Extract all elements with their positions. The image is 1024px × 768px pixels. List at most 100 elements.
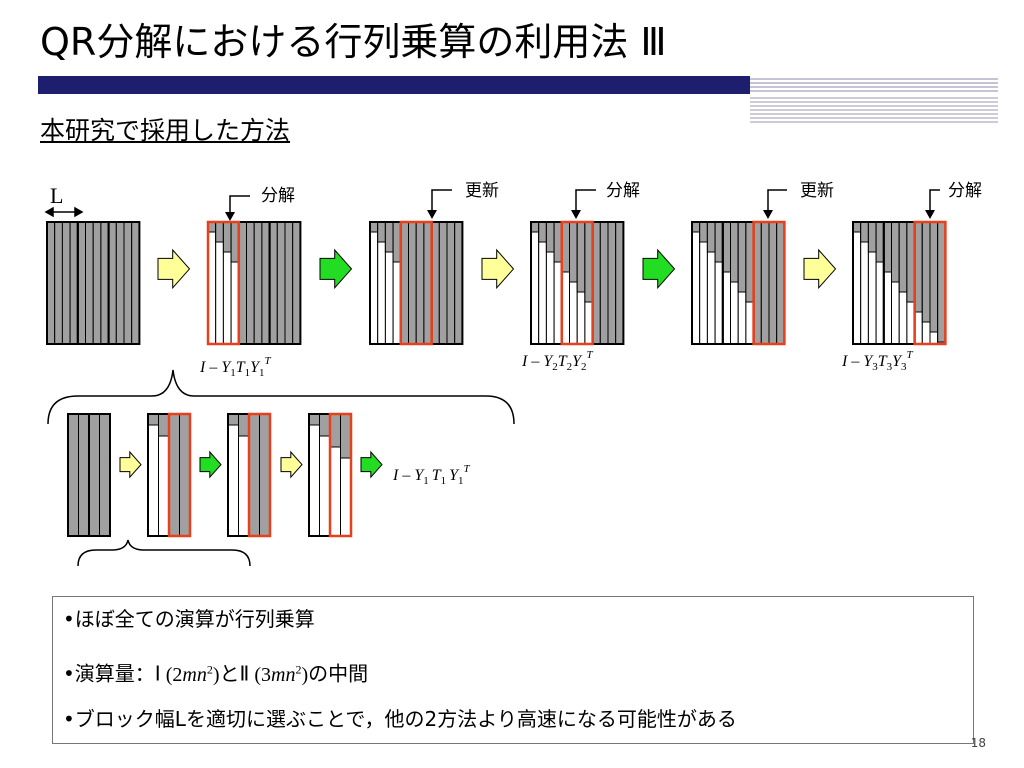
matrix-column-r-part bbox=[867, 221, 877, 253]
matrix-column-r-part bbox=[883, 221, 892, 273]
matrix-column-gray bbox=[253, 221, 263, 345]
panel-highlight bbox=[167, 412, 192, 538]
matrix-column-r-part bbox=[319, 413, 331, 437]
matrix-column-r-part bbox=[691, 221, 701, 233]
matrix-column-gray bbox=[92, 221, 102, 345]
matrix-column-r-part bbox=[530, 221, 540, 233]
update-arrow bbox=[319, 248, 353, 290]
matrix-column-white bbox=[147, 413, 159, 537]
matrix-column-gray bbox=[276, 221, 286, 345]
matrix-column-r-part bbox=[545, 221, 555, 253]
matrix-column-gray bbox=[269, 221, 278, 345]
upper-brace bbox=[47, 369, 515, 425]
matrix-column-gray bbox=[88, 413, 100, 537]
matrix-column-r-part bbox=[875, 221, 885, 263]
section-subtitle: 本研究で採用した方法 bbox=[40, 116, 291, 145]
matrix-column-gray bbox=[446, 221, 456, 345]
matrix-column-white bbox=[227, 413, 239, 537]
matrix-column-gray bbox=[115, 221, 125, 345]
matrix-column-gray bbox=[61, 221, 71, 345]
block-width-label: L bbox=[50, 183, 63, 208]
matrix-column-gray bbox=[261, 221, 271, 345]
matrix-column-r-part bbox=[538, 221, 547, 243]
matrix-column-r-part bbox=[569, 221, 578, 283]
matrix-panel-border bbox=[88, 413, 111, 537]
matrix-column-gray bbox=[607, 221, 617, 345]
panel-highlight bbox=[328, 412, 353, 538]
update-arrow bbox=[360, 450, 383, 479]
matrix-column-gray bbox=[78, 413, 90, 537]
decompose-label: 分解 bbox=[606, 181, 640, 201]
decompose-label: 分解 bbox=[948, 181, 982, 201]
panel-highlight bbox=[752, 220, 786, 346]
matrix-column-r-part bbox=[147, 413, 159, 426]
decompose-arrow bbox=[803, 248, 837, 290]
matrix-column-gray bbox=[246, 221, 255, 345]
matrix-column-gray bbox=[438, 221, 448, 345]
blocked-qr-diagram: L 分解 更新 分解 更新 分解 I – Y1T1Y1T I – Y2T2Y2T… bbox=[44, 181, 982, 567]
pointer-heads bbox=[225, 210, 935, 221]
matrix-column-gray bbox=[100, 221, 110, 345]
formula-1: I – Y1T1Y1T bbox=[199, 355, 272, 379]
matrix-column-gray bbox=[760, 221, 770, 345]
panel-highlight bbox=[206, 220, 241, 346]
matrix-column-gray bbox=[123, 221, 133, 345]
matrix-column-gray bbox=[69, 221, 79, 345]
matrix-column-r-part bbox=[737, 221, 747, 293]
matrix-column-r-part bbox=[308, 413, 320, 426]
matrix-column-gray bbox=[179, 413, 191, 537]
matrix-column-gray bbox=[615, 221, 624, 345]
matrix-column-white bbox=[369, 221, 379, 345]
matrix-column-r-part bbox=[921, 221, 931, 323]
decompose-arrow bbox=[157, 248, 191, 290]
title-rule bbox=[38, 76, 750, 94]
matrix-column-gray bbox=[408, 221, 417, 345]
matrix-column-gray bbox=[284, 221, 294, 345]
summary-item-1: •ほぼ全ての演算が行列乗算 bbox=[63, 607, 315, 631]
title-rule-lines bbox=[750, 76, 998, 123]
matrix-column-r-part bbox=[730, 221, 739, 283]
matrix-column-r-part bbox=[891, 221, 900, 283]
decompose-label: 分解 bbox=[261, 186, 295, 206]
summary-item-2: •演算量：Ⅰ (2mn2)とⅡ (3mn2)の中間 bbox=[63, 661, 369, 686]
matrix-column-gray bbox=[599, 221, 609, 345]
matrix-column-gray bbox=[768, 221, 778, 345]
matrix-column-white bbox=[530, 221, 540, 345]
matrix-panel-border bbox=[107, 221, 141, 345]
matrix-column-white bbox=[852, 221, 862, 345]
formula-3: I – Y3T3Y3T bbox=[841, 349, 914, 373]
decompose-arrow bbox=[119, 450, 142, 479]
matrix-column-r-part bbox=[860, 221, 869, 243]
matrix-column-gray bbox=[46, 221, 56, 345]
decompose-arrow bbox=[481, 248, 515, 290]
matrix-column-r-part bbox=[158, 413, 170, 437]
matrix-column-gray bbox=[292, 221, 301, 345]
panel-highlight bbox=[560, 220, 594, 346]
update-label: 更新 bbox=[800, 181, 834, 201]
summary-item-3: •ブロック幅Lを適切に選ぶことで，他の2方法より高速になる可能性がある bbox=[63, 707, 737, 731]
matrix-column-r-part bbox=[238, 413, 250, 437]
matrix-column-gray bbox=[54, 221, 63, 345]
block-width-arrow bbox=[44, 206, 84, 218]
matrix-column-r-part bbox=[369, 221, 379, 233]
panel-highlight bbox=[247, 412, 272, 538]
matrix-column-gray bbox=[415, 221, 425, 345]
lower-brace bbox=[77, 539, 251, 567]
summary-box: •ほぼ全ての演算が行列乗算 •演算量：Ⅰ (2mn2)とⅡ (3mn2)の中間 … bbox=[52, 596, 974, 744]
decompose-arrow bbox=[280, 450, 303, 479]
matrix-column-white bbox=[691, 221, 701, 345]
matrix-column-r-part bbox=[706, 221, 716, 253]
matrix-column-r-part bbox=[898, 221, 908, 293]
matrix-column-gray bbox=[454, 221, 463, 345]
matrix-column-r-part bbox=[340, 413, 352, 459]
matrix-column-gray bbox=[77, 221, 87, 345]
matrix-column-r-part bbox=[329, 413, 341, 448]
matrix-column-gray bbox=[67, 413, 79, 537]
matrix-column-r-part bbox=[222, 221, 232, 253]
matrix-column-white bbox=[308, 413, 320, 537]
formula-2: I – Y2T2Y2T bbox=[521, 349, 594, 373]
matrix-shapes bbox=[46, 220, 947, 538]
matrix-column-gray bbox=[85, 221, 94, 345]
matrix-column-r-part bbox=[576, 221, 586, 293]
